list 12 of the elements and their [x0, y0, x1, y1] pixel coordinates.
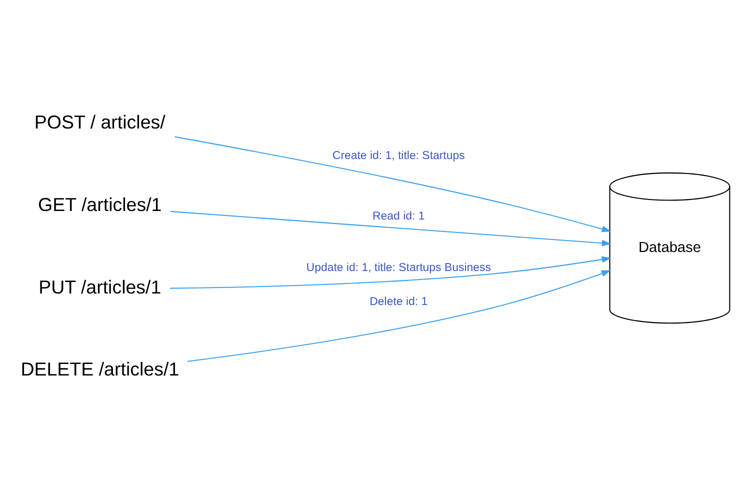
node-text: PUT /articles/1: [38, 276, 162, 297]
node-text: POST / articles/: [34, 111, 166, 132]
arrow: [174, 136, 612, 232]
arrow: [187, 270, 611, 362]
edge-label: Read id: 1: [372, 210, 425, 222]
arrow: [170, 256, 612, 288]
node-text: GET /articles/1: [38, 193, 162, 214]
edge-label: Update id: 1, title: Startups Business: [306, 261, 491, 274]
edge-label: Delete id: 1: [370, 296, 428, 308]
node-text: DELETE /articles/1: [20, 358, 180, 380]
arrow: [170, 210, 612, 246]
edge-label: Create id: 1, title: Startups: [332, 150, 465, 162]
